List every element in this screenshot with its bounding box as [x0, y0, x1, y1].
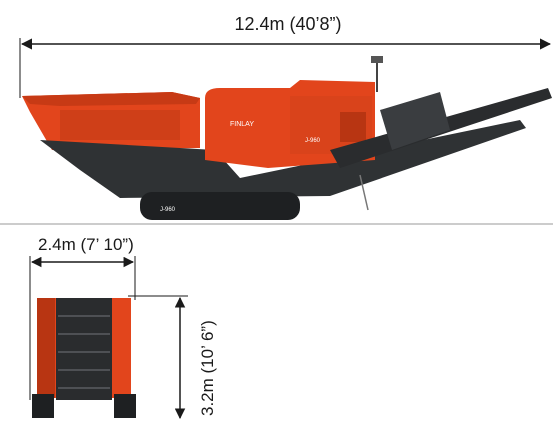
front-track-left — [32, 394, 54, 418]
width-dimension: 2.4m (7’ 10”) — [29, 235, 136, 400]
crusher-side-view: FINLAY J-960 J-960 — [22, 56, 552, 220]
conveyor-rungs — [58, 315, 110, 389]
conveyor-frame — [380, 92, 450, 150]
model-badge-track: J-960 — [160, 207, 176, 213]
ladder — [359, 174, 369, 211]
hopper-rim — [22, 92, 200, 106]
model-badge-engine: J-960 — [305, 138, 321, 144]
height-dimension: 3.2m (10’ 6”) — [128, 295, 217, 420]
chassis-frame — [40, 120, 526, 198]
front-track-right — [114, 394, 136, 418]
length-dimension: 12.4m (40’8”) — [19, 14, 552, 98]
width-label: 2.4m (7’ 10”) — [38, 235, 134, 254]
height-label: 3.2m (10’ 6”) — [198, 320, 217, 416]
front-body-shade — [37, 298, 55, 398]
track-side — [140, 192, 300, 220]
front-conveyor — [56, 298, 112, 400]
brand-badge: FINLAY — [230, 121, 254, 128]
crusher-front-view — [32, 298, 136, 418]
vent-grille — [340, 112, 366, 142]
hopper-panel — [60, 110, 180, 140]
length-label: 12.4m (40’8”) — [234, 14, 341, 34]
light-head — [371, 56, 383, 63]
